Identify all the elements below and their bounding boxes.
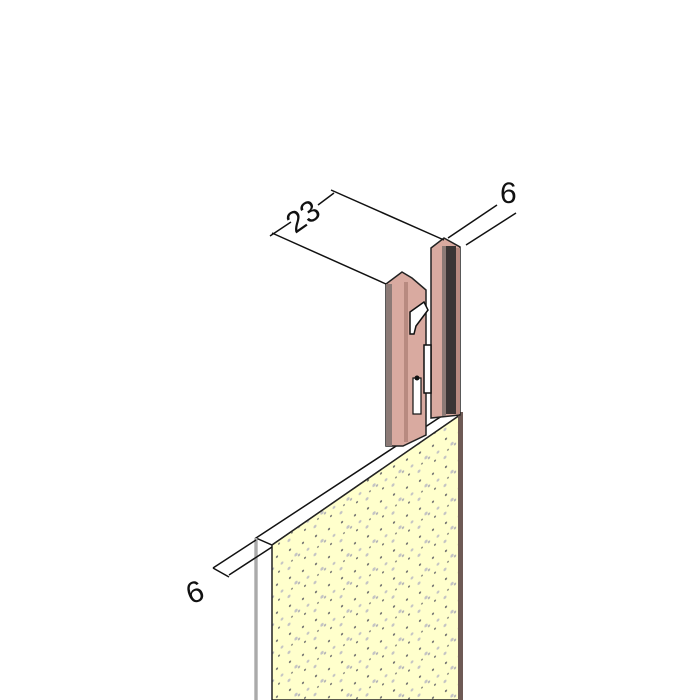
perforation-lower bbox=[412, 377, 422, 415]
profile bbox=[385, 237, 461, 447]
dimension-23 bbox=[269, 189, 445, 285]
dimension-6-bottom bbox=[212, 539, 273, 578]
dimension-label-23: 23 bbox=[280, 194, 326, 240]
dimension-label-6-top: 6 bbox=[500, 177, 517, 210]
dimension-label-6-bottom: 6 bbox=[182, 574, 209, 611]
board-face bbox=[271, 413, 461, 700]
perforation-upper bbox=[409, 300, 429, 335]
board-right-edge bbox=[458, 412, 463, 700]
perforation-slot bbox=[423, 344, 432, 394]
board bbox=[254, 409, 463, 700]
dimension-6-top bbox=[447, 204, 517, 246]
